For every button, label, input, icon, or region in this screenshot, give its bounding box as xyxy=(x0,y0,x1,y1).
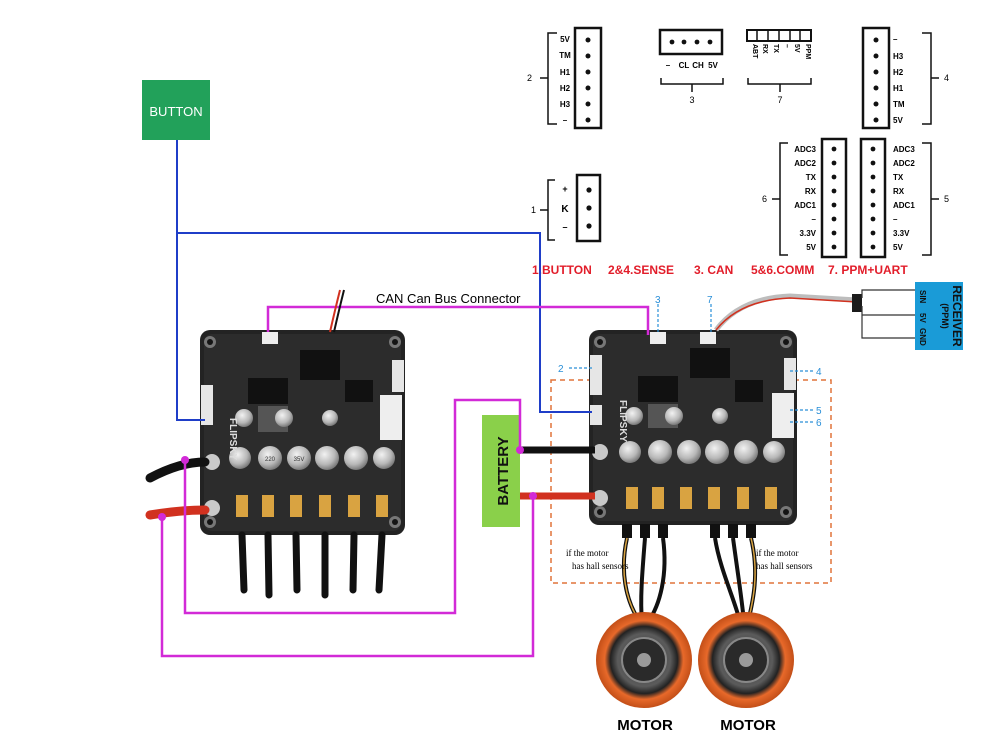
connector-6-pin: ADC3 xyxy=(794,145,816,154)
receiver-pin: 5V xyxy=(918,313,927,323)
connector-4-pin: H3 xyxy=(893,52,904,61)
legend-comm: 5&6.COMM xyxy=(751,263,814,277)
receiver: RECEIVER (PPM) SIN 5V GND xyxy=(915,282,964,350)
connector-7-pin: ABT xyxy=(751,44,758,59)
board-mark-ppm: 7 xyxy=(707,295,713,306)
connector-6-pin: 3.3V xyxy=(800,229,817,238)
connector-7-pin: PPM xyxy=(804,44,811,59)
battery: BATTERY xyxy=(482,415,520,527)
board-mark-can: 3 xyxy=(655,295,661,306)
connector-6-pin: ADC1 xyxy=(794,201,816,210)
can-and-power-wires xyxy=(160,305,650,658)
board-mark-comm-5: 5 xyxy=(816,406,822,417)
connector-4-number: 4 xyxy=(944,73,949,83)
connector-2-pin: 5V xyxy=(560,35,570,44)
left-esc-board: 220 35V FLIPSKY xyxy=(200,330,405,535)
can-bus-label: CAN Can Bus Connector xyxy=(376,291,521,306)
receiver-sub: (PPM) xyxy=(940,303,950,329)
connector-7-pin: RX xyxy=(761,44,768,54)
connector-3: – CL CH 5V 3 xyxy=(658,28,724,105)
connector-5-pin: TX xyxy=(893,173,904,182)
connector-3-pin: 5V xyxy=(708,61,718,70)
connector-4-pin: H2 xyxy=(893,68,904,77)
battery-label: BATTERY xyxy=(495,436,512,505)
legend-can: 3. CAN xyxy=(694,263,733,277)
receiver-pin: GND xyxy=(918,328,927,346)
connector-1-number: 1 xyxy=(531,205,536,215)
connector-6-pin: RX xyxy=(805,187,817,196)
hall-note-left-2: has hall sensors xyxy=(572,561,629,571)
connector-4: – H3 H2 H1 TM 5V 4 xyxy=(861,26,949,130)
connector-3-pin: – xyxy=(666,61,671,70)
legend-button: 1.BUTTON xyxy=(532,263,592,277)
motor-label-right: MOTOR xyxy=(720,717,776,734)
connector-2-pin: H1 xyxy=(560,68,571,77)
connector-6-pin: TX xyxy=(806,173,817,182)
legend-sense: 2&4.SENSE xyxy=(608,263,674,277)
connector-5-pin: 3.3V xyxy=(893,229,910,238)
hall-note-left-1: if the motor xyxy=(566,548,609,558)
connector-7-number: 7 xyxy=(777,95,782,105)
connector-2-pin: H2 xyxy=(560,84,571,93)
connector-6-number: 6 xyxy=(762,194,767,204)
connector-2-number: 2 xyxy=(527,73,532,83)
button-label: BUTTON xyxy=(149,104,202,119)
hall-note-right-1: if the motor xyxy=(756,548,799,558)
connector-2-pin: TM xyxy=(559,51,571,60)
button-wire xyxy=(176,140,592,421)
connector-5-number: 5 xyxy=(944,194,949,204)
connector-1-pin: + xyxy=(562,184,567,194)
connector-6-pin: – xyxy=(812,215,817,224)
connector-5: ADC3 ADC2 TX RX ADC1 – 3.3V 5V 5 xyxy=(859,137,949,259)
connector-5-pin: RX xyxy=(893,187,905,196)
connector-6: 6 ADC3 ADC2 TX RX ADC1 – 3.3V 5V xyxy=(762,137,848,259)
connector-1-pin: – xyxy=(562,222,567,232)
connector-5-pin: – xyxy=(893,215,898,224)
board-mark-comm-6: 6 xyxy=(816,418,822,429)
board-brand-right: FLIPSKY xyxy=(617,400,628,443)
connector-3-number: 3 xyxy=(689,95,694,105)
capacitor-label: 35V xyxy=(294,457,305,463)
connector-2-pin: H3 xyxy=(560,100,571,109)
connector-5-pin: 5V xyxy=(893,243,903,252)
connector-4-pin: H1 xyxy=(893,84,904,93)
receiver-pin: SIN xyxy=(918,290,927,304)
button-box: BUTTON xyxy=(142,80,210,140)
legend-ppm: 7. PPM+UART xyxy=(828,263,908,277)
connector-7: ABT RX TX – 5V PPM 7 xyxy=(746,29,812,105)
connector-6-pin: ADC2 xyxy=(794,159,816,168)
motor-left xyxy=(596,612,692,708)
connector-7-pin: – xyxy=(783,44,790,48)
connector-4-pin: – xyxy=(893,35,898,44)
connector-5-pin: ADC2 xyxy=(893,159,915,168)
motor-label-left: MOTOR xyxy=(617,717,673,734)
left-phase-cables xyxy=(238,531,386,599)
right-esc-board: FLIPSKY xyxy=(589,330,797,525)
connector-2-pin: – xyxy=(563,116,568,125)
connector-6-pin: 5V xyxy=(806,243,816,252)
board-brand-left: FLIPSKY xyxy=(227,418,238,461)
board-mark-sense-2: 2 xyxy=(558,364,564,375)
connector-1: 1 + K – xyxy=(531,173,602,243)
capacitor-label: 220 xyxy=(265,457,276,463)
connector-2: 2 5V TM H1 H2 H3 – xyxy=(527,26,603,130)
connector-7-pin: 5V xyxy=(793,44,800,53)
connector-5-pin: ADC3 xyxy=(893,145,915,154)
receiver-title: RECEIVER xyxy=(950,285,964,347)
connector-4-pin: 5V xyxy=(893,116,903,125)
connector-1-pin: K xyxy=(561,204,569,215)
connector-7-pin: TX xyxy=(772,44,779,53)
connector-5-pin: ADC1 xyxy=(893,201,915,210)
connector-3-pin: CL xyxy=(679,61,690,70)
connector-4-pin: TM xyxy=(893,100,905,109)
connector-3-pin: CH xyxy=(692,61,704,70)
motor-right xyxy=(698,612,794,708)
legend: 1.BUTTON 2&4.SENSE 3. CAN 5&6.COMM 7. PP… xyxy=(532,263,908,277)
motor-wires xyxy=(621,537,758,624)
hall-note-right-2: has hall sensors xyxy=(756,561,813,571)
board-mark-sense-4: 4 xyxy=(816,367,822,378)
